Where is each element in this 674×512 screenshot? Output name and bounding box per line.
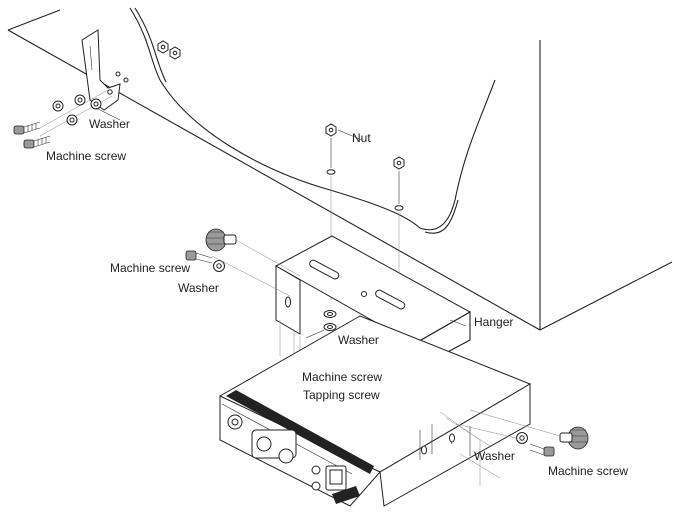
label-machine-screw-left: Machine screw [110, 261, 190, 275]
label-washer-left: Washer [178, 281, 219, 295]
label-nut: Nut [352, 131, 371, 145]
cover-outline [129, 7, 496, 234]
top-left-washers [52, 94, 102, 126]
top-left-bracket [39, 29, 129, 137]
label-washer-right: Washer [474, 449, 515, 463]
label-hanger: Hanger [474, 315, 513, 329]
label-tapping-screw: Tapping screw [303, 388, 380, 402]
device-box [218, 315, 532, 507]
label-machine-screw-top: Machine screw [46, 149, 126, 163]
label-washer-top: Washer [89, 117, 130, 131]
leader-lines [95, 107, 467, 339]
label-machine-screw-mid: Machine screw [302, 370, 382, 384]
label-washer-mid: Washer [338, 333, 379, 347]
top-left-screws [13, 121, 51, 149]
left-knob-screw [185, 228, 301, 297]
top-nuts [157, 40, 181, 60]
label-machine-screw-right: Machine screw [548, 464, 628, 478]
right-fasteners [455, 409, 589, 457]
